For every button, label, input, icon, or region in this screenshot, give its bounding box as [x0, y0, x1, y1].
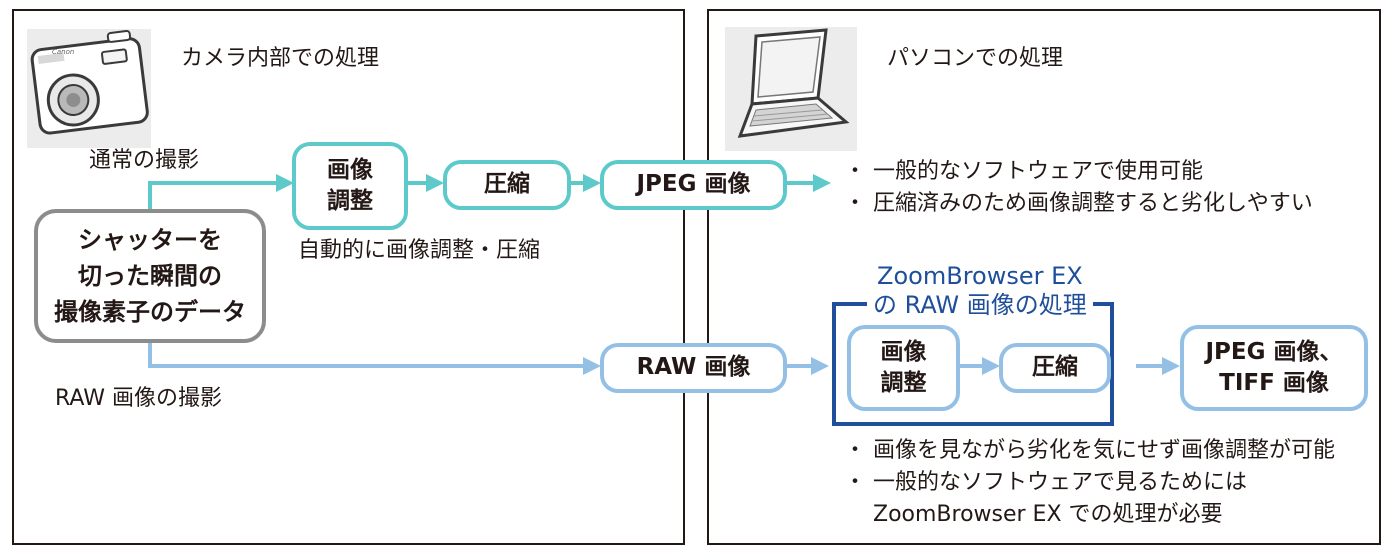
sensor-data-line-1: シャッターを — [78, 226, 222, 254]
jpeg-image-label: JPEG 画像 — [636, 171, 751, 198]
jpeg-image-box: JPEG 画像 — [600, 160, 787, 210]
raw-note-2: ・ 一般的なソフトウェアで見るためには — [844, 469, 1247, 495]
sensor-data-line-3: 撮像素子のデータ — [54, 298, 246, 326]
raw-shot-line — [148, 340, 588, 368]
camera-panel-title: カメラ内部での処理 — [181, 46, 380, 71]
output-image-box: JPEG 画像、 TIFF 画像 — [1180, 325, 1368, 411]
raw-image-label: RAW 画像 — [636, 354, 751, 381]
jpeg-note-2: ・ 圧縮済みのため画像調整すると劣化しやすい — [844, 190, 1313, 216]
zoombrowser-title-line-2: の RAW 画像の処理 — [873, 290, 1087, 319]
camera-adjust-line-1: 画像 — [327, 156, 373, 183]
camera-compress-label: 圧縮 — [484, 171, 530, 198]
zb-adjust-line-2: 調整 — [880, 370, 927, 396]
camera-adjust-box: 画像 調整 — [292, 142, 408, 230]
zoombrowser-title: ZoomBrowser EX の RAW 画像の処理 — [867, 262, 1093, 320]
raw-shot-label: RAW 画像の撮影 — [55, 386, 222, 411]
camera-compress-box: 圧縮 — [443, 160, 571, 210]
arrow-to-raw — [583, 357, 601, 375]
zb-adjust-box: 画像 調整 — [847, 325, 960, 411]
auto-process-caption: 自動的に画像調整・圧縮 — [298, 238, 541, 263]
raw-image-box: RAW 画像 — [600, 343, 787, 393]
arrow-to-notes — [813, 174, 831, 192]
zoombrowser-title-line-1: ZoomBrowser EX — [877, 262, 1083, 290]
arrow-to-adjust — [276, 174, 294, 192]
raw-note-3: ZoomBrowser EX での処理が必要 — [844, 501, 1223, 527]
computer-panel-title: パソコンでの処理 — [887, 46, 1064, 71]
output-line-2: TIFF 画像 — [1219, 370, 1329, 396]
arrow-to-jpeg — [583, 174, 601, 192]
arrow-to-compress — [426, 174, 444, 192]
laptop-icon — [725, 27, 857, 151]
jpeg-note-1: ・ 一般的なソフトウェアで使用可能 — [844, 159, 1203, 184]
camera-adjust-line-2: 調整 — [327, 188, 373, 214]
zb-compress-box: 圧縮 — [999, 343, 1111, 393]
jpeg-notes: ・ 一般的なソフトウェアで使用可能 ・ 圧縮済みのため画像調整すると劣化しやすい — [844, 156, 1313, 220]
raw-note-1: ・ 画像を見ながら劣化を気にせず画像調整が可能 — [844, 438, 1335, 463]
raw-notes: ・ 画像を見ながら劣化を気にせず画像調整が可能 ・ 一般的なソフトウェアで見るた… — [844, 435, 1335, 531]
sensor-data-box: シャッターを 切った瞬間の 撮像素子のデータ — [34, 209, 266, 343]
camera-logo: Canon — [52, 48, 74, 56]
zb-adjust-line-1: 画像 — [880, 338, 927, 365]
camera-icon: Canon — [27, 29, 151, 148]
sensor-data-line-2: 切った瞬間の — [78, 262, 222, 290]
normal-shot-label: 通常の撮影 — [89, 148, 200, 173]
arrow-to-output — [1162, 357, 1180, 375]
arrow-to-zb-compress — [982, 357, 1000, 375]
output-line-1: JPEG 画像、 — [1205, 338, 1343, 365]
arrow-to-zoombrowser — [811, 357, 829, 375]
zb-compress-label: 圧縮 — [1032, 354, 1078, 381]
